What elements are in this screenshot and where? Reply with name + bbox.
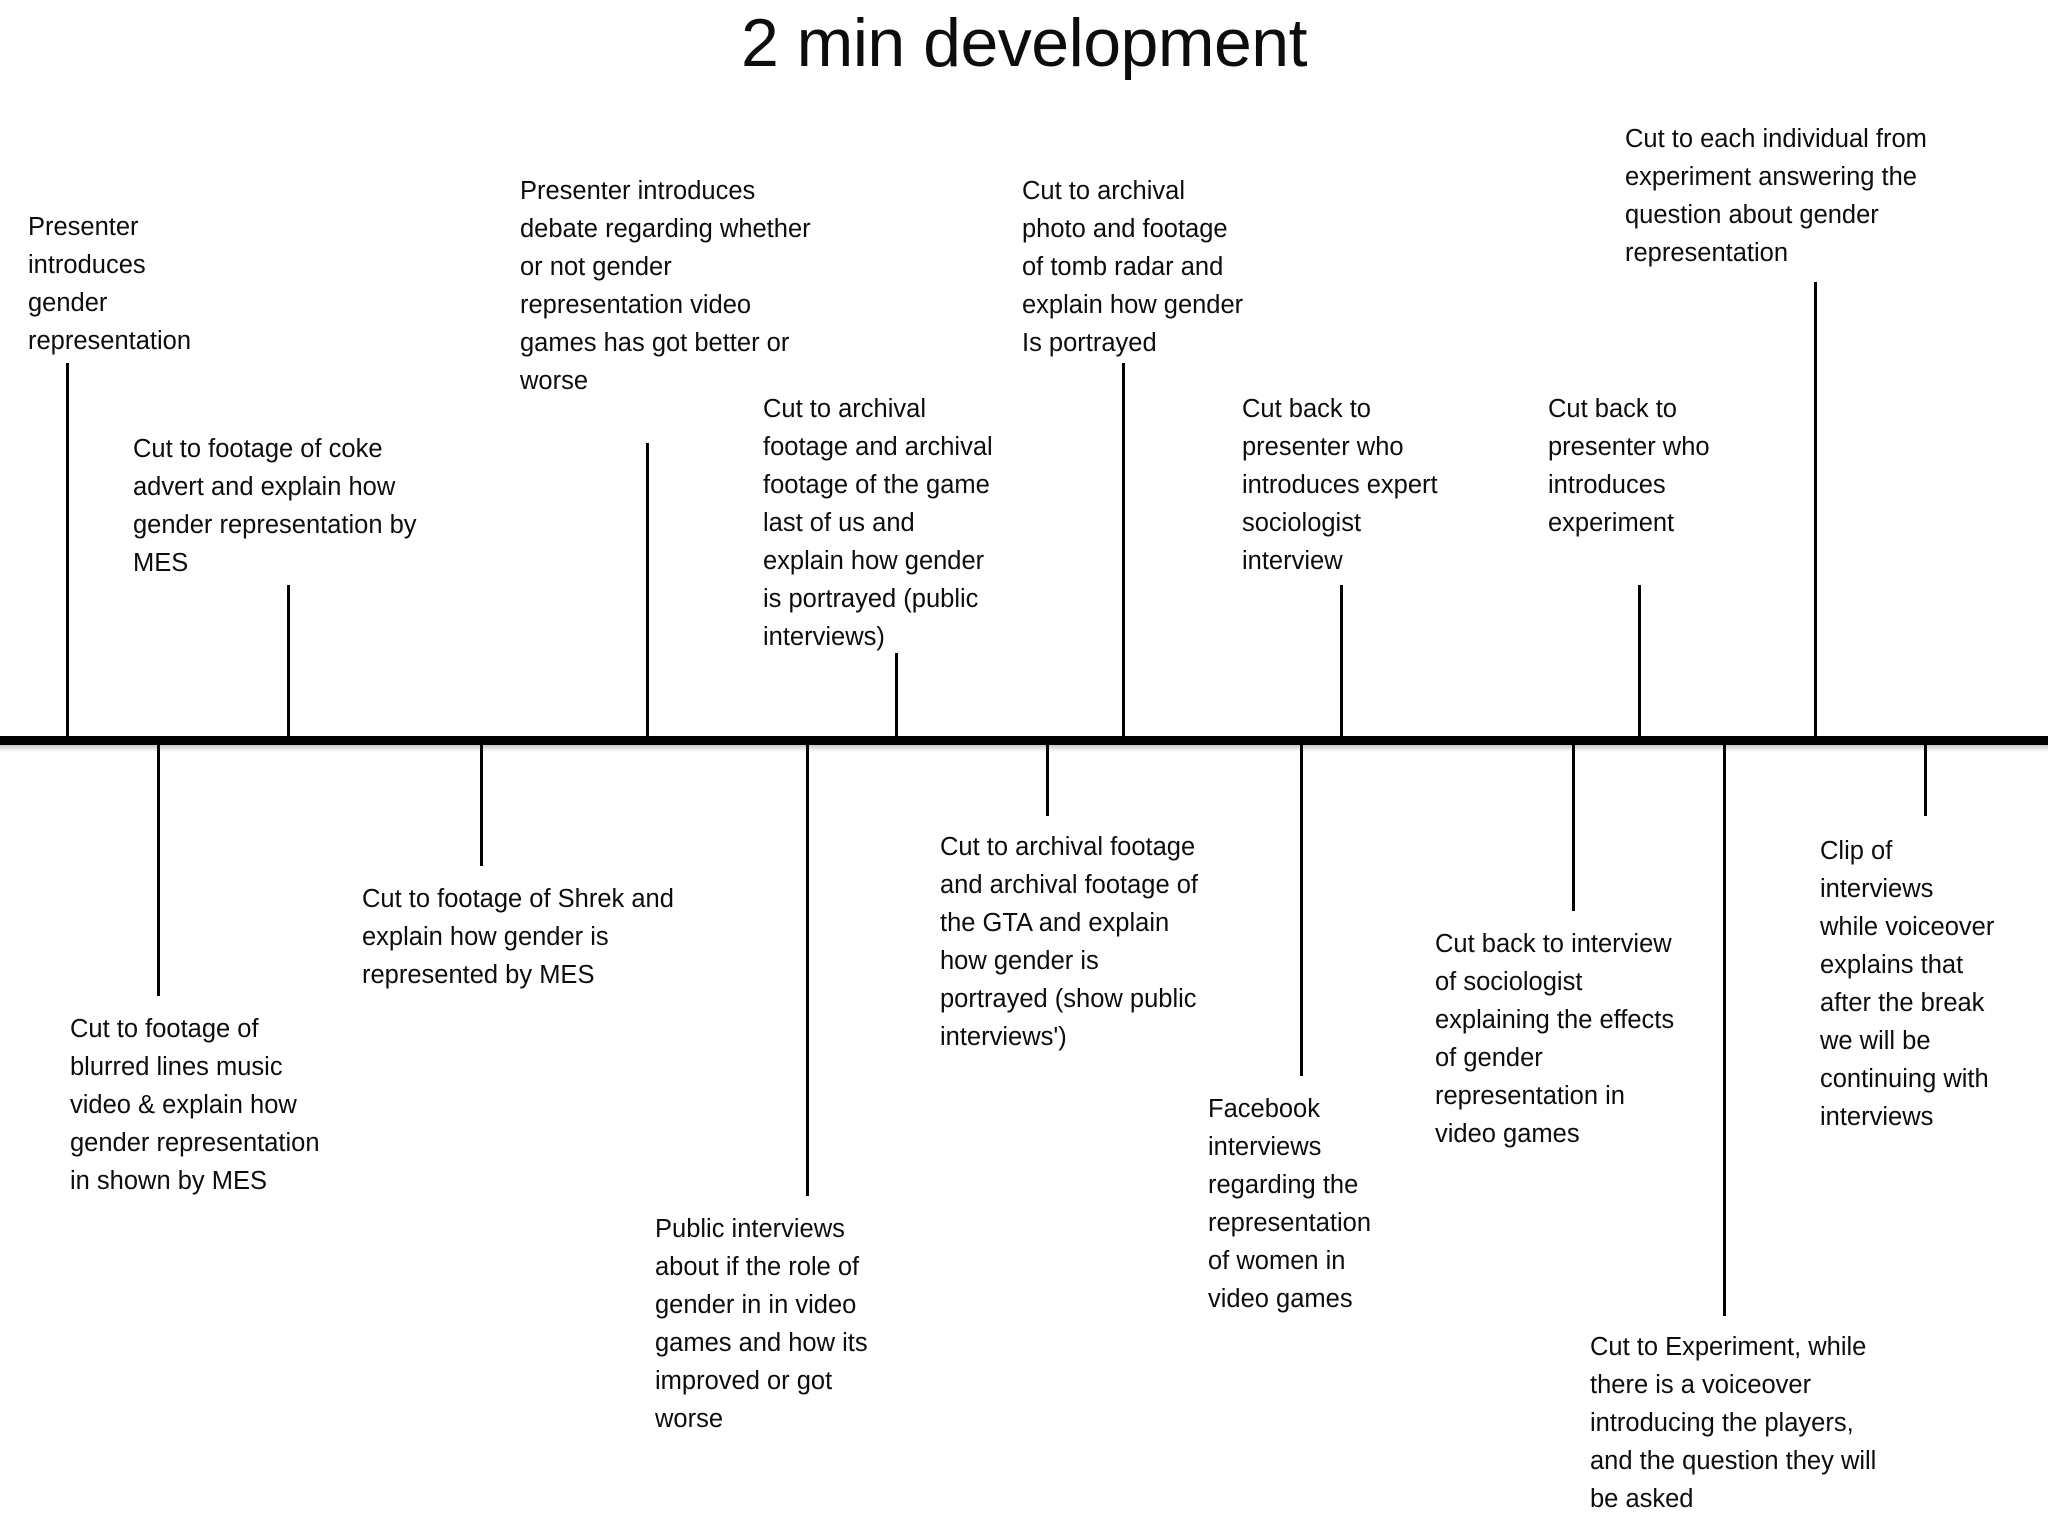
timeline-event-label: Cut back to interview of sociologist exp… [1435,930,1675,1148]
timeline-event-label: Cut to Experiment, while there is a voic… [1590,1333,1877,1513]
main-timeline-axis-shadow [0,745,2048,752]
timeline-event-label: Cut to each individual from experiment a… [1625,125,1927,267]
timeline-event-connector-line [1723,745,1726,1316]
timeline-event-label: Cut back to presenter who introduces exp… [1242,395,1438,575]
timeline-event-connector-line [1122,363,1125,736]
timeline-event-connector-line [1300,745,1303,1076]
timeline-event-label: Clip of interviews while voiceover expla… [1820,837,1995,1131]
timeline-event-connector-line [646,443,649,736]
timeline-event-label: Cut to footage of blurred lines music vi… [70,1015,320,1195]
page-title: 2 min development [740,5,1308,81]
timeline-event-connector-line [1572,745,1575,911]
timeline-event-connector-line [1924,745,1927,816]
timeline-event-label: Cut to archival footage and archival foo… [763,395,993,651]
timeline-event-label: Cut to footage of Shrek and explain how … [362,885,674,989]
timeline-event-connector-line [806,745,809,1196]
timeline-event-connector-line [287,585,290,736]
timeline-event-connector-line [1814,282,1817,736]
timeline-event-connector-line [480,745,483,866]
timeline-event-label: Cut to footage of coke advert and explai… [133,435,417,577]
timeline-event-connector-line [157,745,160,996]
timeline-event-label: Presenter introduces gender representati… [28,213,192,355]
timeline-event-connector-line [895,653,898,736]
main-timeline-axis [0,736,2048,745]
timeline-event-label: Facebook interviews regarding the repres… [1208,1095,1372,1313]
timeline-event-connector-line [66,363,69,736]
timeline-event-label: Public interviews about if the role of g… [655,1215,868,1433]
timeline-event-connector-line [1638,585,1641,736]
timeline-event-connector-line [1046,745,1049,816]
timeline-event-label: Cut to archival photo and footage of tom… [1022,177,1244,357]
timeline-event-connector-line [1340,585,1343,736]
timeline-event-label: Cut to archival footage and archival foo… [940,833,1199,1051]
timeline-event-label: Cut back to presenter who introduces exp… [1548,395,1710,537]
timeline-event-label: Presenter introduces debate regarding wh… [520,177,811,395]
